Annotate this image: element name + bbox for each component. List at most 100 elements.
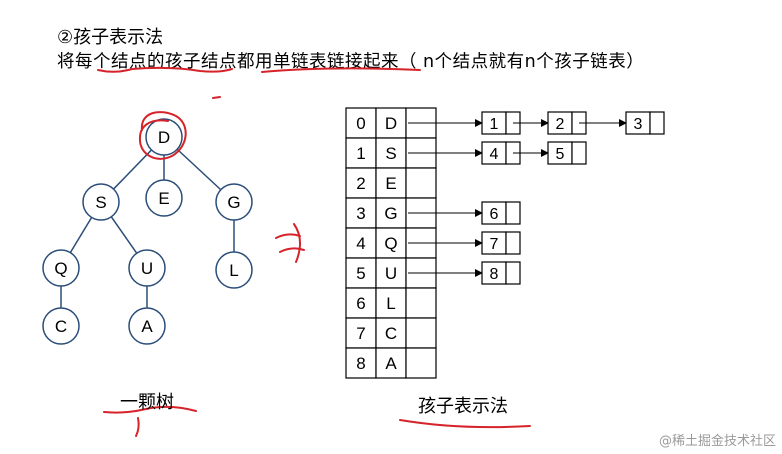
tree-caption: 一颗树 bbox=[120, 392, 174, 413]
arrow-annotation bbox=[279, 247, 305, 253]
row-data: A bbox=[385, 354, 397, 373]
list-node-label: 8 bbox=[490, 266, 499, 283]
tree-node: C bbox=[42, 307, 80, 345]
tree-node-label: Q bbox=[54, 259, 67, 278]
tree-node-circle bbox=[42, 249, 80, 287]
index-cell bbox=[345, 347, 377, 379]
row-data: C bbox=[385, 324, 397, 343]
tree-edge bbox=[69, 217, 93, 253]
row-index: 8 bbox=[356, 354, 365, 373]
row-data: G bbox=[384, 204, 397, 223]
row-index: 1 bbox=[356, 144, 365, 163]
arrow-annotation bbox=[293, 223, 301, 263]
list-node-next bbox=[505, 201, 521, 225]
list-node-label: 4 bbox=[490, 146, 499, 163]
tree-node-label: D bbox=[158, 128, 170, 147]
tree-node-circle bbox=[215, 183, 253, 221]
child-list: 8 bbox=[408, 261, 521, 285]
tree-edge bbox=[176, 148, 222, 191]
row-data: S bbox=[385, 144, 396, 163]
pointer-cell bbox=[405, 347, 437, 379]
data-cell bbox=[375, 167, 407, 199]
page-title: ②孩子表示法 bbox=[57, 27, 164, 48]
row-data: U bbox=[385, 264, 397, 283]
list-node-label: 6 bbox=[490, 206, 499, 223]
arrow-annotation bbox=[275, 233, 301, 239]
row-index: 3 bbox=[356, 204, 365, 223]
watermark: @稀土掘金技术社区 bbox=[658, 434, 776, 449]
child-list: 6 bbox=[408, 201, 521, 225]
index-cell bbox=[345, 107, 377, 139]
row-index: 7 bbox=[356, 324, 365, 343]
list-node-next bbox=[505, 261, 521, 285]
page-subtitle: 将每个结点的孩子结点都用单链表链接起来（ n个结点就有n个孩子链表） bbox=[57, 52, 645, 72]
tree-node: Q bbox=[42, 249, 80, 287]
tree-node-circle bbox=[128, 307, 166, 345]
row-index: 0 bbox=[356, 114, 365, 133]
tree-edge bbox=[112, 149, 153, 190]
tree-node: A bbox=[128, 307, 166, 345]
tree-node: G bbox=[215, 183, 253, 221]
list-node-label: 1 bbox=[490, 116, 499, 133]
tree-node-label: A bbox=[141, 317, 153, 336]
underline-annotation bbox=[399, 419, 531, 429]
row-data: Q bbox=[384, 234, 397, 253]
index-cell bbox=[345, 257, 377, 289]
tree-node-circle bbox=[215, 251, 253, 289]
child-list: 7 bbox=[408, 231, 521, 255]
tree-node-label: U bbox=[141, 259, 153, 278]
tree-node: S bbox=[82, 183, 120, 221]
handwritten-annotations bbox=[97, 66, 531, 437]
list-node-next bbox=[505, 231, 521, 255]
tree-node: L bbox=[215, 251, 253, 289]
list-node-next bbox=[571, 141, 587, 165]
tree-node-label: L bbox=[229, 261, 238, 280]
tree-node-label: S bbox=[95, 193, 106, 212]
pointer-cell bbox=[405, 287, 437, 319]
tree-node-circle bbox=[42, 307, 80, 345]
list-node-label: 7 bbox=[490, 236, 499, 253]
tree-node-circle bbox=[145, 179, 183, 217]
tree-nodes: D S E G Q U L C A bbox=[42, 118, 253, 345]
list-node-label: 5 bbox=[556, 146, 565, 163]
data-cell bbox=[375, 197, 407, 229]
data-cell bbox=[375, 287, 407, 319]
tree-node-circle bbox=[145, 118, 183, 156]
row-data: D bbox=[385, 114, 397, 133]
list-node-next bbox=[649, 111, 665, 135]
row-index: 2 bbox=[356, 174, 365, 193]
underline-annotation bbox=[97, 66, 233, 73]
pointer-cell bbox=[405, 317, 437, 349]
tree-node-label: E bbox=[158, 189, 169, 208]
tree-node-circle bbox=[128, 249, 166, 287]
tree-node-label: G bbox=[227, 193, 240, 212]
tree-node: U bbox=[128, 249, 166, 287]
tree-node: D bbox=[145, 118, 183, 156]
highlight-circle-annotation bbox=[138, 111, 187, 160]
underline-annotation bbox=[212, 96, 221, 99]
row-index: 5 bbox=[356, 264, 365, 283]
child-list: 1 2 3 bbox=[408, 111, 665, 135]
tree-edge bbox=[110, 216, 138, 254]
list-node-label: 3 bbox=[634, 116, 643, 133]
row-data: E bbox=[385, 174, 396, 193]
pointer-cell bbox=[405, 167, 437, 199]
list-node-label: 2 bbox=[556, 116, 565, 133]
tree-node-label: C bbox=[55, 317, 67, 336]
tree-node: E bbox=[145, 179, 183, 217]
underline-annotation bbox=[261, 67, 421, 73]
row-index: 6 bbox=[356, 294, 365, 313]
row-index: 4 bbox=[356, 234, 365, 253]
tree-node-circle bbox=[82, 183, 120, 221]
underline-annotation bbox=[135, 417, 140, 437]
